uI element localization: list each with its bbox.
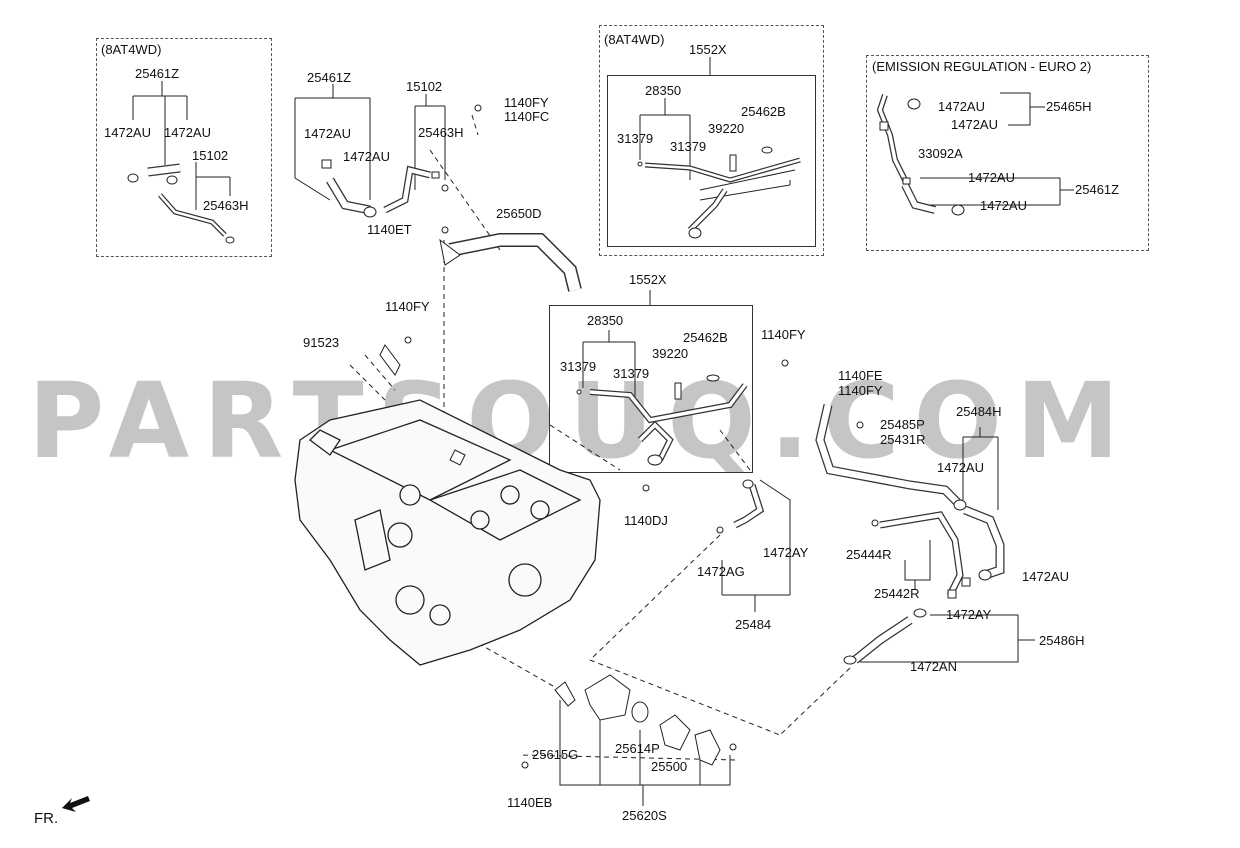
part-label: 1140FY [504,95,549,110]
engine-block [294,399,601,666]
part-label: 25462B [741,104,786,119]
leader-25465h [1000,92,1045,126]
part-label: 1140ET [367,222,412,237]
part-label: 1140FY [838,383,883,398]
part-label: 1472AU [951,117,998,132]
inset-right-emission [866,55,1149,251]
leader-25442r [904,540,931,590]
fr-arrow-icon [62,796,90,812]
leader-25484h [962,427,999,510]
part-label: 15102 [192,148,229,163]
part-label: 25614P [615,741,660,756]
part-label: 31379 [670,139,707,154]
part-label: 25444R [846,547,892,562]
part-label: 91523 [303,335,340,350]
part-label: 1140FC [504,109,550,124]
part-label: 28350 [587,313,624,328]
leader-25484 [721,479,791,612]
part-label: 25462B [683,330,728,345]
part-label: 31379 [617,131,654,146]
part-label: 1472AU [938,99,985,114]
part-label: 1472AY [946,607,992,622]
inset-middle-group-box [607,75,816,247]
part-label: 25461Z [307,70,352,85]
part-label: 1140EB [507,795,553,810]
part-label: 1472AU [343,149,390,164]
leader-25620s [559,700,731,806]
part-label: 1472AG [697,564,745,579]
part-label: 1472AU [968,170,1015,185]
leader-25486h [860,614,1035,663]
part-label: 33092A [918,146,963,161]
part-label: 1472AU [104,125,151,140]
part-label: 31379 [560,359,597,374]
inset-middle-title: (8AT4WD) [604,32,665,47]
part-label: 25485P [880,417,925,432]
main-1552x-group-box [549,305,753,473]
hoses [147,94,1005,664]
fittings [127,98,992,769]
part-label: 28350 [645,83,682,98]
part-label: 1472AY [763,545,809,560]
part-label: 25486H [1039,633,1085,648]
inset-middle-8at4wd [599,25,824,256]
part-label: 25463H [418,125,464,140]
part-label: 25461Z [1075,182,1120,197]
part-label: 15102 [406,79,443,94]
inset-right-title: (EMISSION REGULATION - EURO 2) [872,59,1092,74]
part-label: 1140DJ [624,513,668,528]
part-label: 1552X [689,42,727,57]
part-label: 1140FE [838,368,883,383]
part-label: 25442R [874,586,920,601]
inset-left-8at4wd [96,38,272,257]
leader-25461z-b [294,84,371,201]
part-label: 25620S [622,808,667,823]
leader-25461z-c [920,177,1074,206]
part-label: 1472AU [1022,569,1069,584]
part-label: 1140FY [761,327,806,342]
part-label: 25615G [532,747,579,762]
part-label: 39220 [652,346,689,361]
part-label: 39220 [708,121,745,136]
part-label: 1140FY [385,299,430,314]
part-label: 1472AU [164,125,211,140]
part-label: 1552X [629,272,667,287]
orientation-label: FR. [34,810,59,827]
leader-left-25461z [132,81,188,165]
part-label: 1472AU [304,126,351,141]
part-label: 1472AU [980,198,1027,213]
part-label: 1472AU [937,460,984,475]
part-label: 25500 [651,759,688,774]
inset-left-title: (8AT4WD) [101,42,162,57]
part-label: 25463H [203,198,249,213]
part-label: 31379 [613,366,650,381]
part-label: 25484H [956,404,1002,419]
part-label: 25650D [496,206,542,221]
part-label: 25484 [735,617,772,632]
part-label: 25461Z [135,66,180,81]
leader-15102-b [414,94,446,190]
leader-28350-a [639,98,691,180]
leader-left-15102 [195,162,231,210]
leader-28350-b [582,330,636,405]
part-label: 25465H [1046,99,1092,114]
part-label: 1472AN [910,659,957,674]
part-label: 25431R [880,432,926,447]
